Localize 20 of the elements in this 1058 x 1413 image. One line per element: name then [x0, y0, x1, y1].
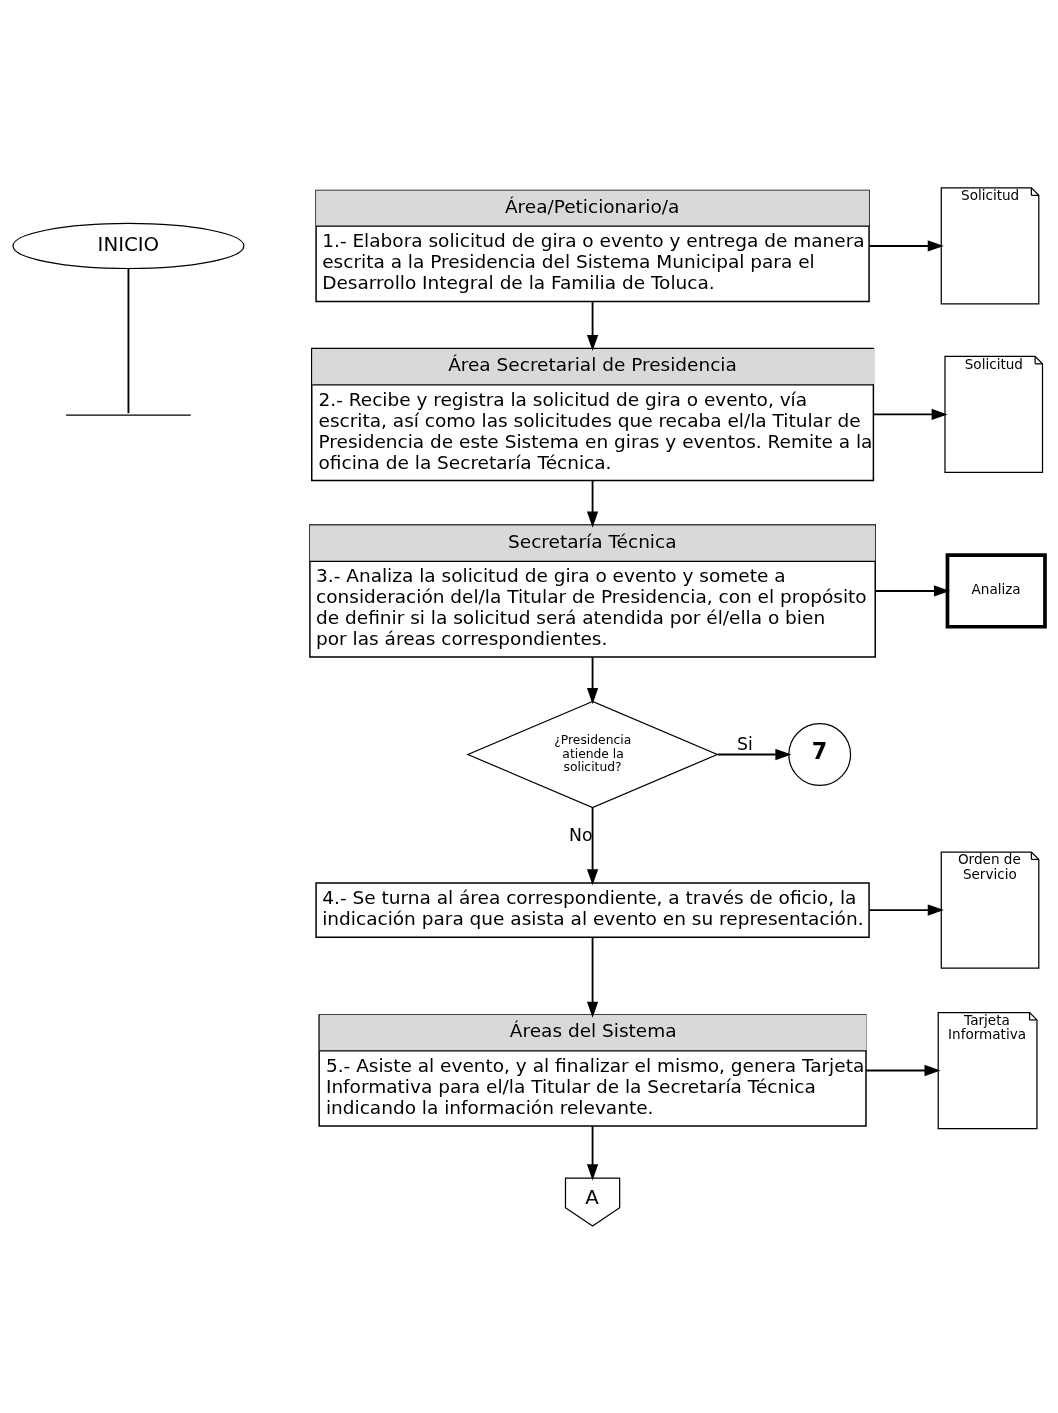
arrow: [874, 584, 950, 597]
node-ellipse: INICIO: [12, 222, 245, 269]
arrow: [586, 1124, 599, 1180]
connector: [65, 267, 192, 416]
arrow: [868, 903, 944, 916]
arrow: [872, 408, 948, 420]
arrow: [586, 935, 599, 1018]
node-circle: 7: [788, 722, 852, 786]
arrow: [865, 1064, 941, 1076]
node-diamond: ¿Presidencia atiende la solicitud?: [466, 700, 719, 808]
arrow: [586, 479, 599, 528]
edge-label: No: [569, 824, 593, 845]
arrow: [716, 748, 792, 760]
arrow: [586, 806, 599, 885]
node-box: Analiza: [945, 552, 1047, 629]
edge-label: Si: [737, 733, 753, 754]
arrow: [586, 655, 599, 704]
arrow: [868, 239, 944, 252]
arrow: [586, 300, 599, 351]
node-box: 4.- Se turna al área correspondiente, a través de oficio, la indicación para que asista al evento en su representación.: [315, 881, 870, 938]
